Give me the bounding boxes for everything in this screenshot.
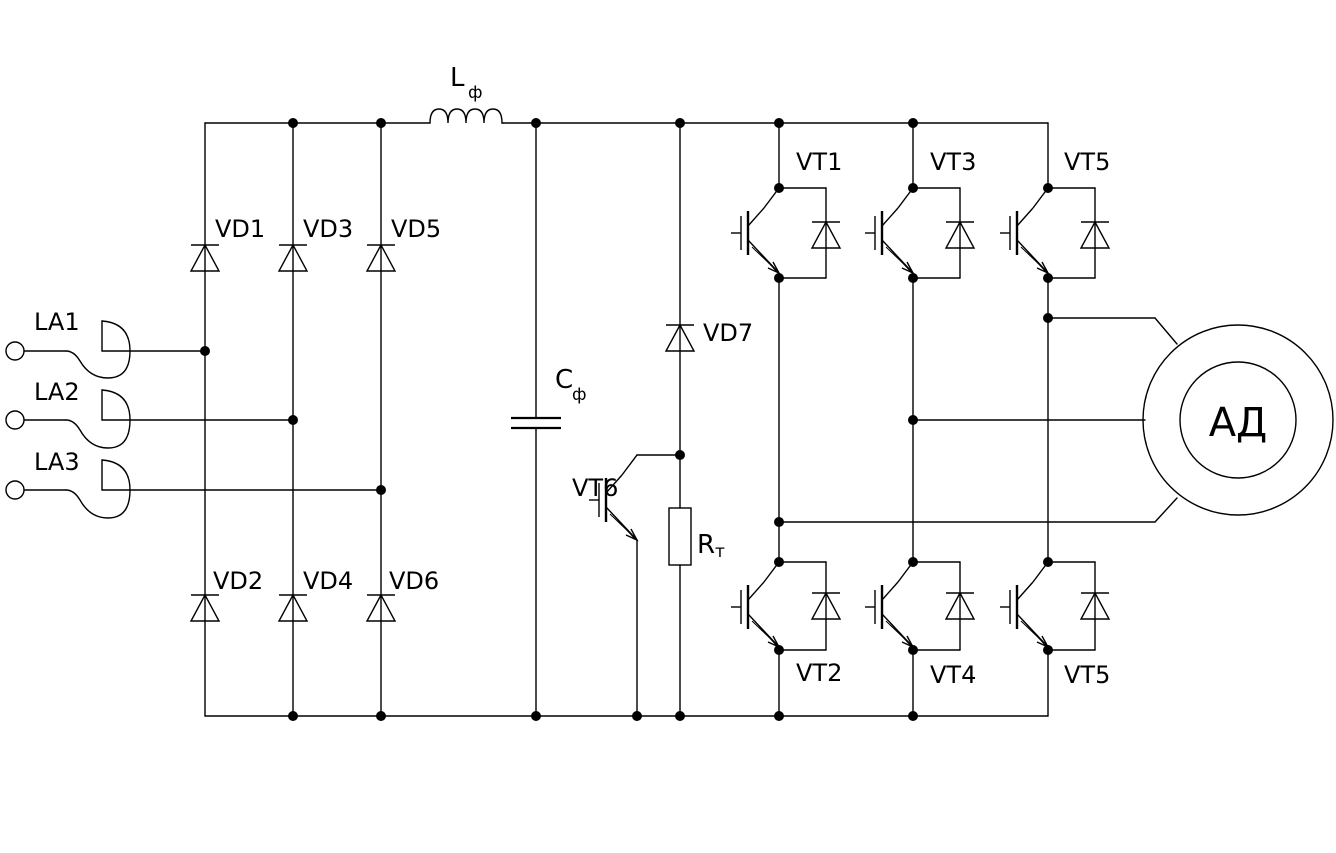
input-terminal-la3 — [5, 459, 382, 519]
label-vt4: VT4 — [930, 661, 976, 689]
label-vd1: VD1 — [215, 215, 265, 243]
igbt-vt4 — [863, 560, 915, 649]
label-vd5: VD5 — [391, 215, 441, 243]
label-la1: LA1 — [34, 308, 80, 336]
capacitor-subscript: ф — [572, 385, 587, 405]
resistor-label: R — [697, 530, 715, 560]
inverter-bridge — [729, 122, 1110, 717]
label-vt5-top: VT5 — [1064, 148, 1110, 176]
motor-connections — [778, 317, 1178, 523]
filter-capacitor — [511, 122, 561, 717]
label-vt5-bottom: VT5 — [1064, 661, 1110, 689]
label-vt3: VT3 — [930, 148, 976, 176]
igbt-vt2 — [729, 560, 781, 649]
igbt-vt3 — [863, 186, 915, 275]
brake-resistor — [668, 507, 692, 566]
induction-motor — [1142, 324, 1334, 516]
label-vt6: VT6 — [572, 474, 618, 502]
label-la2: LA2 — [34, 378, 80, 406]
input-terminal-la2 — [5, 389, 294, 449]
label-vd4: VD4 — [303, 567, 353, 595]
igbt-vt1 — [729, 186, 781, 275]
junction-dots — [200, 118, 1053, 721]
label-vd7: VD7 — [703, 319, 753, 347]
capacitor-label: C — [555, 365, 573, 395]
label-vd2: VD2 — [213, 567, 263, 595]
label-la3: LA3 — [34, 448, 80, 476]
inductor-label: L — [450, 63, 465, 93]
input-terminal-la1 — [5, 320, 206, 379]
igbt-vt5-top — [998, 186, 1050, 275]
resistor-subscript: т — [715, 542, 725, 562]
label-vd3: VD3 — [303, 215, 353, 243]
label-vt1: VT1 — [796, 148, 842, 176]
label-vt2: VT2 — [796, 659, 842, 687]
igbt-vt5-bottom — [998, 560, 1050, 649]
inductor-subscript: ф — [468, 83, 483, 103]
brake-chopper — [587, 122, 695, 717]
filter-inductor — [429, 108, 504, 124]
motor-label: АД — [1209, 400, 1268, 446]
label-vd6: VD6 — [389, 567, 439, 595]
